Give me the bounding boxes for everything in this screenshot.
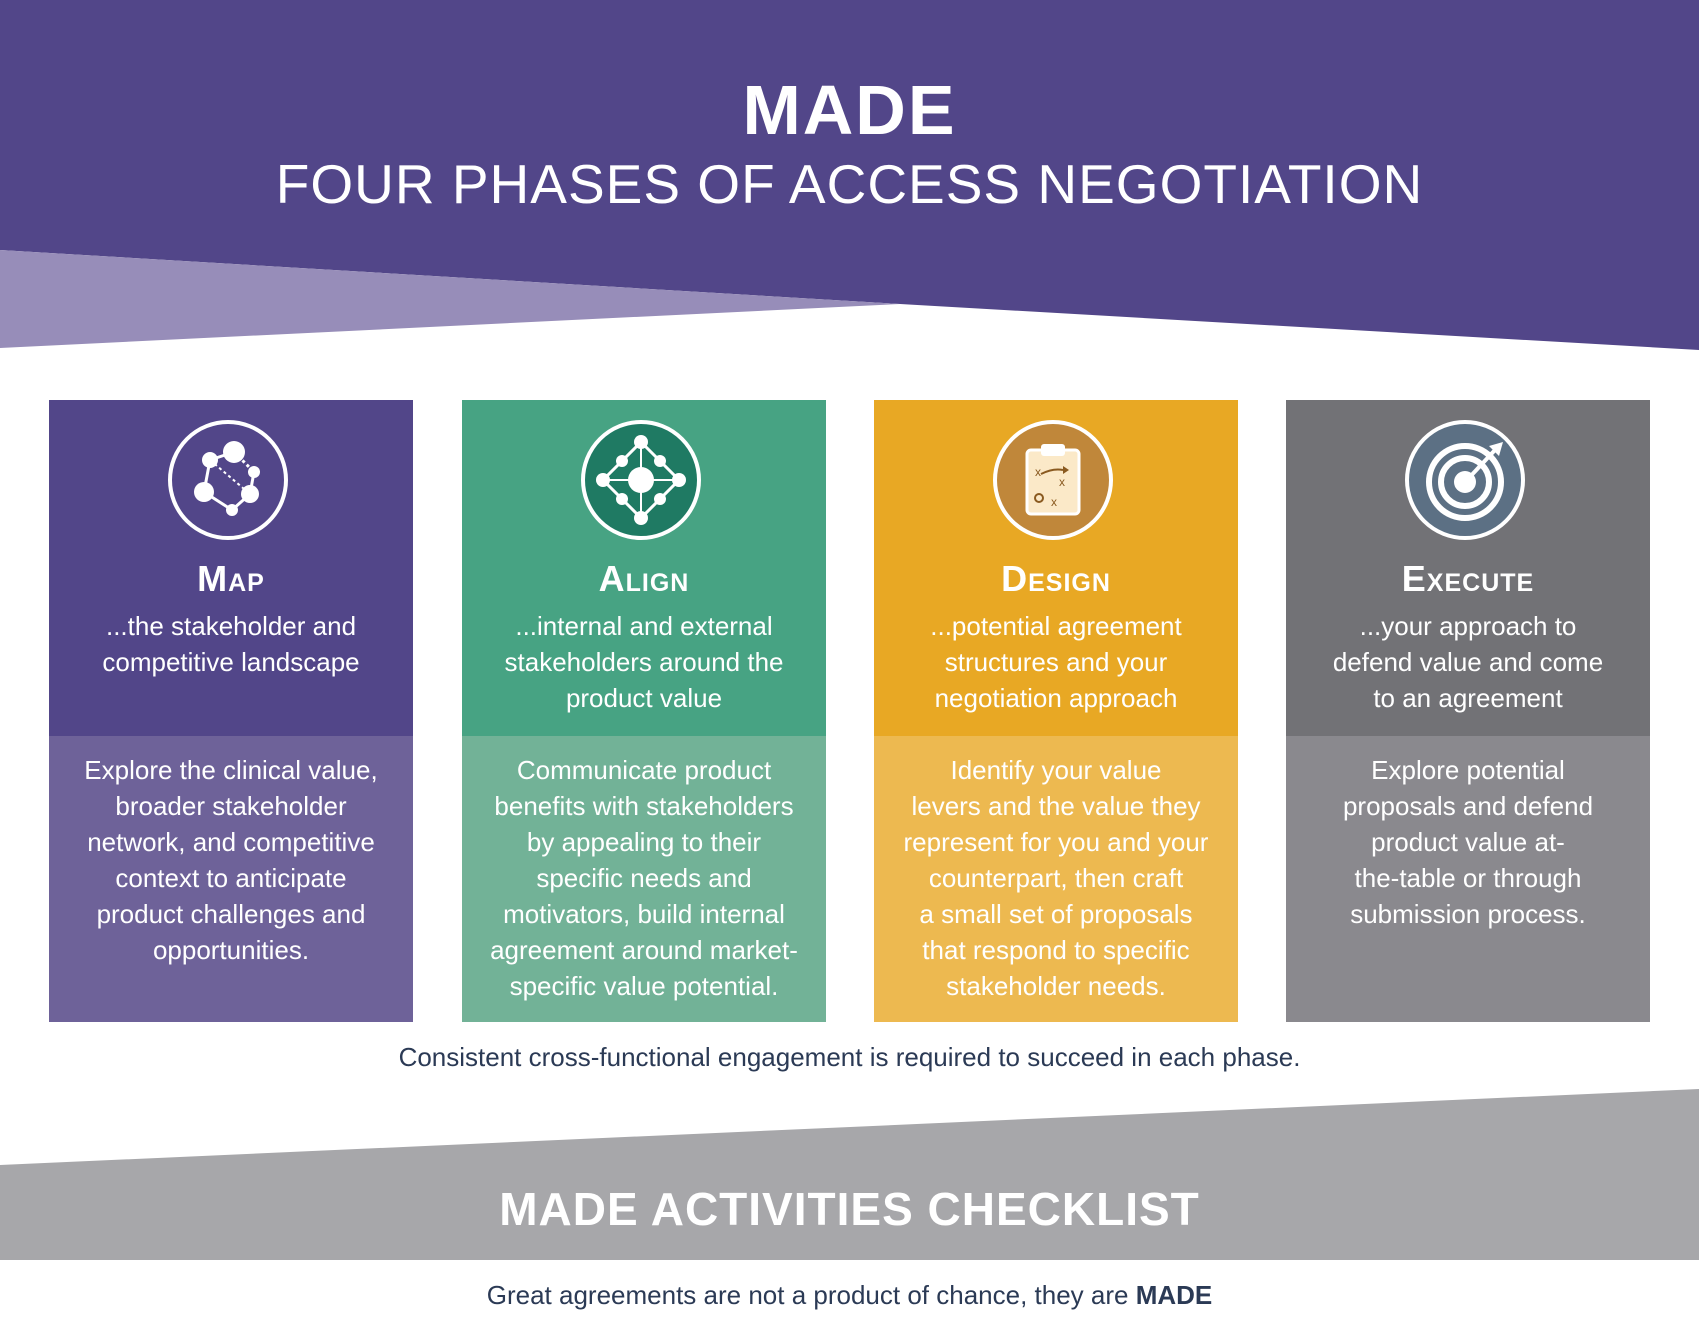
phase-description-line: Explore the clinical value, [84, 755, 378, 785]
phase-description-line: a small set of proposals [919, 899, 1193, 929]
phase-card-bottom: Identify your value levers and the value… [874, 736, 1238, 1022]
header-light-wedge [0, 250, 900, 348]
phase-description-line: product value at- [1371, 827, 1565, 857]
svg-text:x: x [1059, 475, 1065, 489]
phase-description-line: Communicate product [516, 755, 772, 785]
diamond-network-icon [581, 420, 701, 540]
phase-description-line: submission process. [1350, 899, 1586, 929]
phase-title: Align [598, 558, 690, 599]
svg-text:x: x [1051, 495, 1057, 509]
checklist-title: MADE ACTIVITIES CHECKLIST [499, 1183, 1200, 1235]
svg-text:x: x [1035, 465, 1041, 479]
checklist-band-shape [0, 1089, 1699, 1260]
phase-card-execute: Execute ...your approach to defend value… [1286, 400, 1650, 1022]
phase-description-line: represent for you and your [903, 827, 1209, 857]
phase-description-line: benefits with stakeholders [494, 791, 794, 821]
phase-subtitle-line: defend value and come [1332, 647, 1604, 677]
phase-description-line: network, and competitive [87, 827, 375, 857]
tagline-text: Great agreements are not a product of ch… [486, 1280, 1136, 1310]
phase-subtitle-line: structures and your [944, 647, 1168, 677]
page-title: MADE [742, 71, 957, 149]
phase-subtitle: ...the stakeholder and competitive lands… [69, 608, 393, 680]
phase-description-line: stakeholder needs. [946, 971, 1166, 1001]
phase-subtitle-line: negotiation approach [934, 683, 1178, 713]
phase-description-line: context to anticipate [115, 863, 347, 893]
phase-subtitle-line: ...the stakeholder and [105, 611, 357, 641]
phase-card-map: Map ...the stakeholder and competitive l… [49, 400, 413, 1022]
phase-card-top: Map ...the stakeholder and competitive l… [49, 400, 413, 736]
phase-card-top: Align ...internal and external stakehold… [462, 400, 826, 736]
phase-card-top: Execute ...your approach to defend value… [1286, 400, 1650, 736]
phase-subtitle-line: ...internal and external [515, 611, 773, 641]
phase-description: Communicate product benefits with stakeh… [480, 752, 808, 1004]
phase-description-line: by appealing to their [526, 827, 762, 857]
phase-subtitle: ...potential agreement structures and yo… [894, 608, 1218, 716]
phase-subtitle-line: ...your approach to [1359, 611, 1577, 641]
phase-subtitle-line: product value [565, 683, 723, 713]
network-nodes-icon [168, 420, 288, 540]
phase-description-line: the-table or through [1354, 863, 1582, 893]
phase-card-top: x x x Design ...potential agreement stru… [874, 400, 1238, 736]
tagline-emphasis: MADE [1135, 1280, 1213, 1310]
phase-description-line: specific value potential. [509, 971, 779, 1001]
phase-description-line: proposals and defend [1342, 791, 1594, 821]
phase-card-bottom: Explore the clinical value, broader stak… [49, 736, 413, 1022]
phase-subtitle: ...internal and external stakeholders ar… [482, 608, 806, 716]
checklist-banner [0, 1089, 1699, 1260]
phase-subtitle-line: competitive landscape [102, 647, 360, 677]
phase-description-line: motivators, build internal [503, 899, 785, 929]
phase-title: Execute [1401, 558, 1535, 599]
phase-title: Design [1001, 558, 1111, 599]
phase-description: Explore potential proposals and defend p… [1304, 752, 1632, 932]
phase-description-line: opportunities. [152, 935, 310, 965]
target-arrow-icon [1405, 420, 1525, 540]
phase-title: Map [197, 558, 265, 599]
phase-description-line: that respond to specific [922, 935, 1190, 965]
phase-subtitle-line: stakeholders around the [504, 647, 784, 677]
engagement-note: Consistent cross-functional engagement i… [398, 1042, 1301, 1072]
phase-description-line: product challenges and [96, 899, 366, 929]
phase-description-line: Explore potential [1371, 755, 1565, 785]
phase-description: Explore the clinical value, broader stak… [67, 752, 395, 968]
phase-card-design: x x x Design ...potential agreement stru… [874, 400, 1238, 1022]
page-subtitle: FOUR PHASES OF ACCESS NEGOTIATION [275, 153, 1424, 215]
phase-description: Identify your value levers and the value… [892, 752, 1220, 1004]
phase-description-line: broader stakeholder [115, 791, 347, 821]
phase-card-align: Align ...internal and external stakehold… [462, 400, 826, 1022]
phase-subtitle-line: ...potential agreement [930, 611, 1182, 641]
tagline: Great agreements are not a product of ch… [0, 1280, 1699, 1311]
phase-description-line: levers and the value they [911, 791, 1201, 821]
phase-description-line: counterpart, then craft [928, 863, 1184, 893]
header-banner [0, 0, 1699, 350]
phase-description-line: Identify your value [950, 755, 1162, 785]
phase-description-line: specific needs and [536, 863, 752, 893]
header-purple-band [0, 0, 1699, 350]
clipboard-play-icon: x x x [993, 420, 1113, 540]
phase-card-bottom: Communicate product benefits with stakeh… [462, 736, 826, 1022]
phase-subtitle-line: to an agreement [1373, 683, 1563, 713]
phase-subtitle: ...your approach to defend value and com… [1306, 608, 1630, 716]
phase-description-line: agreement around market- [490, 935, 798, 965]
phase-card-bottom: Explore potential proposals and defend p… [1286, 736, 1650, 1022]
